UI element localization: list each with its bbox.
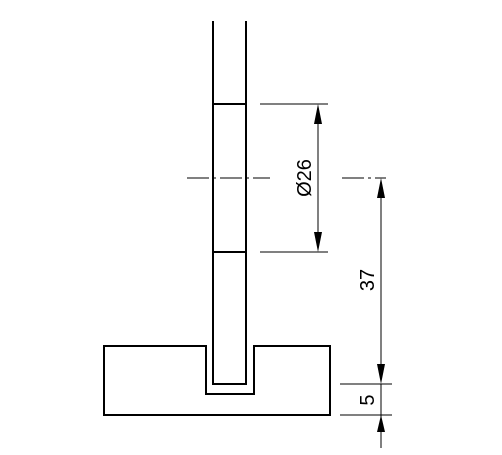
diameter-dimension: Ø26: [260, 103, 328, 253]
base-arrow-bottom: [377, 415, 385, 432]
shaft: [212, 21, 247, 385]
diameter-arrow-top: [314, 104, 322, 124]
base-block: [103, 345, 331, 416]
diameter-arrow-bottom: [314, 232, 322, 252]
length-arrow-bottom: [377, 364, 385, 384]
length-arrow-top: [377, 178, 385, 198]
diameter-label: Ø26: [294, 159, 316, 197]
length-dimension: 37: [340, 178, 392, 385]
length-label: 37: [357, 269, 379, 291]
base-dimension: 5: [340, 384, 392, 448]
base-label: 5: [357, 394, 379, 405]
